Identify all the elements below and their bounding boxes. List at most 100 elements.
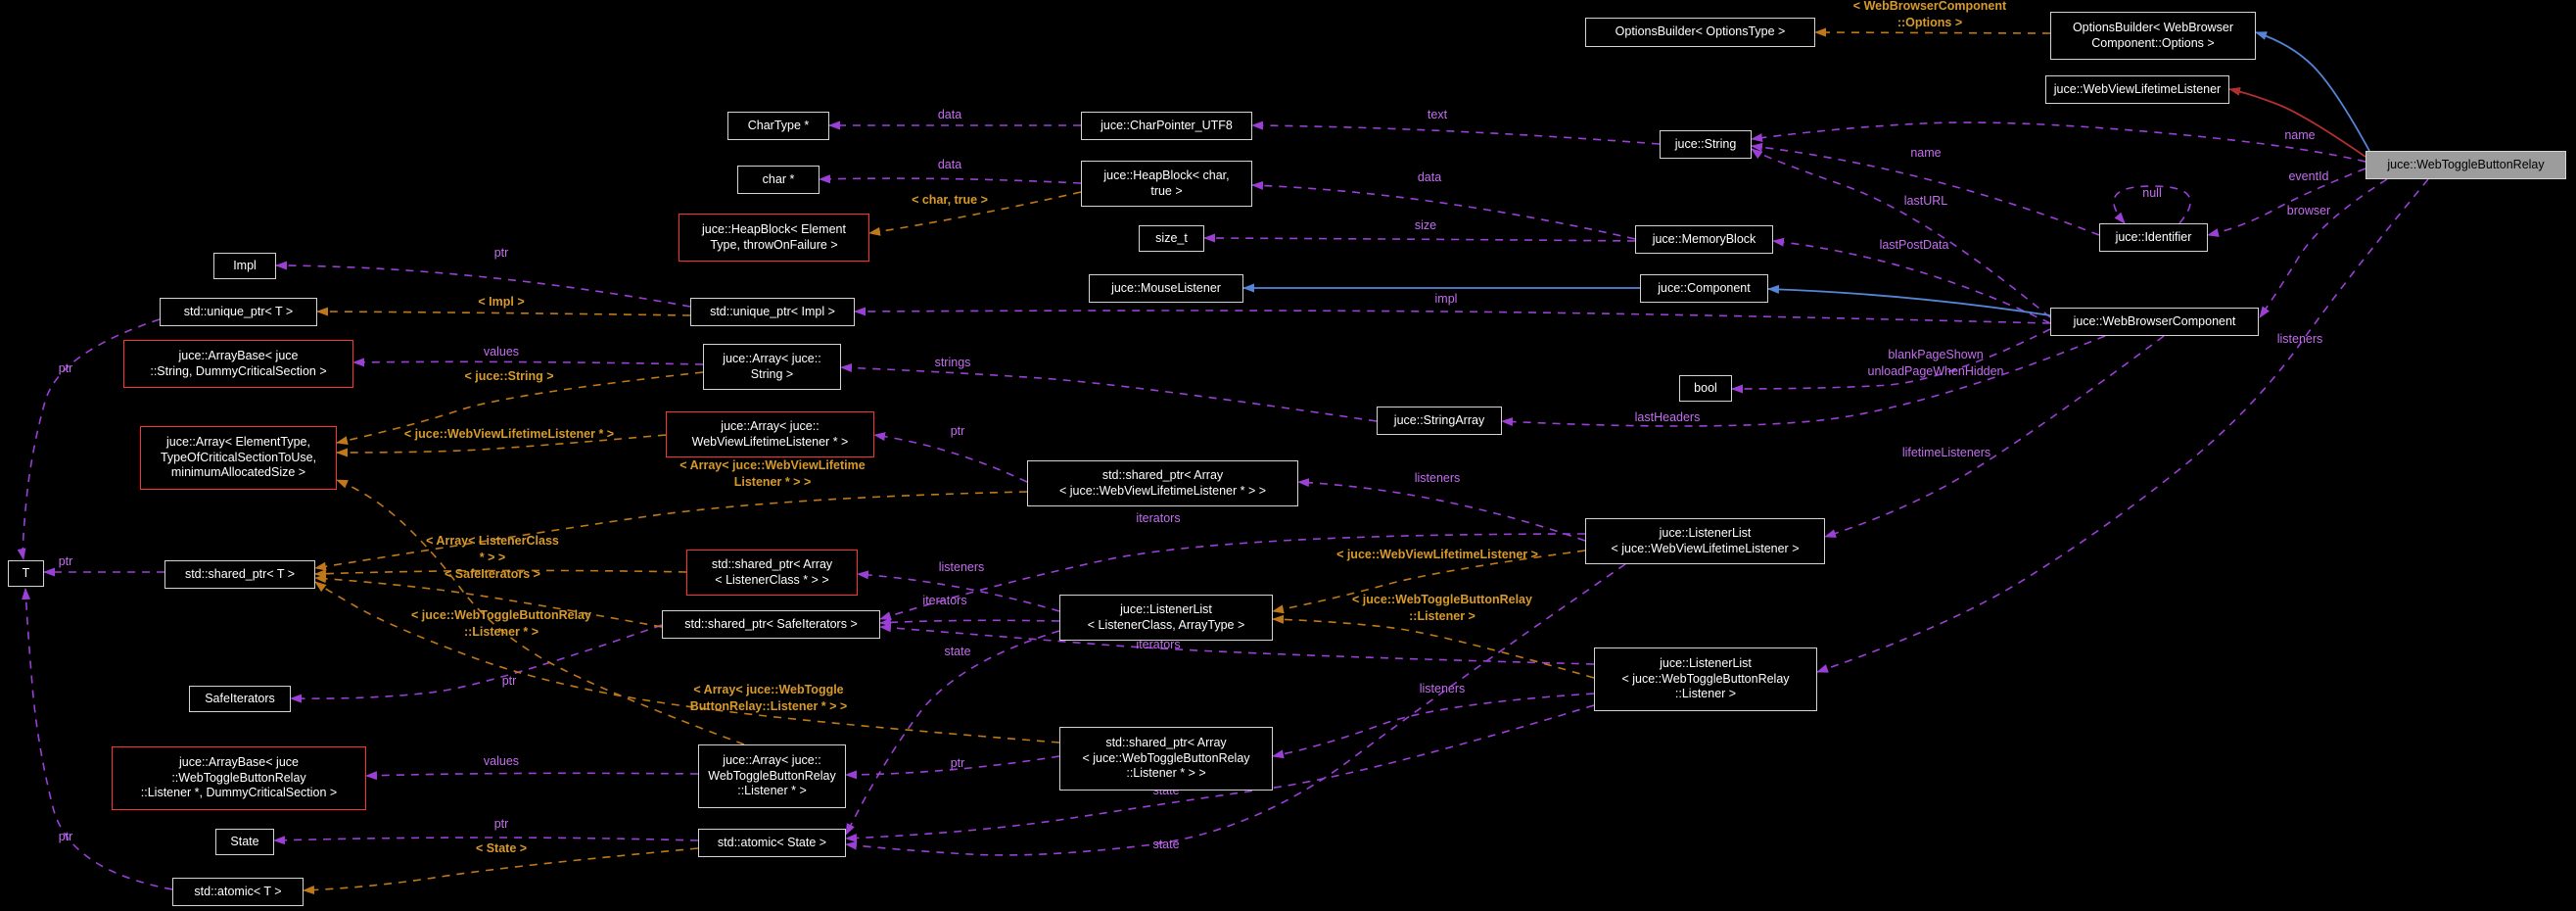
node-arraybase-wtbr-listener[interactable]: juce::ArrayBase< juce::WebToggleButtonRe… xyxy=(112,746,366,810)
edge-label-webbrowser-to-bool: blankPageShown xyxy=(1888,348,1983,361)
node-label-line: SafeIterators xyxy=(205,691,275,705)
node-array-wtbr-listener[interactable]: juce::Array< juce::WebToggleButtonRelay:… xyxy=(698,744,846,808)
node-label-line: std::unique_ptr< T > xyxy=(183,304,294,318)
edge-relay-to-identifier xyxy=(2207,168,2366,237)
node-label-line: std::shared_ptr< SafeIterators > xyxy=(684,616,858,631)
edge-label-tpl-listenerlist-wvll: < juce::WebViewLifetimeListener > xyxy=(1336,548,1538,561)
edge-label-webbrowser-to-listenerlist-wvll: lifetimeListeners xyxy=(1902,446,1991,459)
node-listenerlist-wvll[interactable]: juce::ListenerList< juce::WebViewLifetim… xyxy=(1585,518,1825,564)
edge-label-webbrowser-to-bool: unloadPageWhenHidden xyxy=(1868,364,2004,378)
node-label-line: size_t xyxy=(1155,230,1188,245)
edge-label-listenerlist-generic-to-listeners: listeners xyxy=(939,560,985,574)
node-label-line: std::atomic< T > xyxy=(194,884,282,898)
node-label-line: char * xyxy=(762,171,795,186)
node-array-string[interactable]: juce::Array< juce::String > xyxy=(703,344,841,390)
node-array-elementtype[interactable]: juce::Array< ElementType,TypeOfCriticalS… xyxy=(140,426,337,490)
edge-label-memoryblock-to-heapblock: data xyxy=(1418,170,1441,184)
edge-label-listenerlist-generic-to-iterators: iterators xyxy=(922,594,966,607)
node-label-line: bool xyxy=(1694,380,1717,395)
node-unique-ptr-impl[interactable]: std::unique_ptr< Impl > xyxy=(690,298,855,326)
edge-label-relay-to-listenerlist: listeners xyxy=(2277,332,2323,346)
node-atomic-t[interactable]: std::atomic< T > xyxy=(172,878,304,906)
edge-tpl-array-wtbr xyxy=(336,479,745,745)
edge-webbrowser-to-stringarray xyxy=(1501,335,2106,427)
node-chartype-ptr[interactable]: CharType * xyxy=(727,112,829,140)
node-unique-ptr-t[interactable]: std::unique_ptr< T > xyxy=(160,298,317,326)
node-arraybase-string[interactable]: juce::ArrayBase< juce::String, DummyCrit… xyxy=(123,340,353,388)
node-label-line: Component::Options > xyxy=(2091,35,2215,50)
edge-label-uniqueptr-impl-to-impl: ptr xyxy=(494,246,509,260)
node-webtogglebuttonrelay[interactable]: juce::WebToggleButtonRelay xyxy=(2365,151,2566,179)
node-heapblock-char-true[interactable]: juce::HeapBlock< char,true > xyxy=(1081,161,1252,207)
node-stringarray[interactable]: juce::StringArray xyxy=(1377,407,1502,435)
node-impl[interactable]: Impl xyxy=(213,253,276,279)
node-component[interactable]: juce::Component xyxy=(1640,274,1768,303)
node-label-line: ::Listener > xyxy=(1674,687,1737,701)
node-array-webviewlifetimelistener[interactable]: juce::Array< juce::WebViewLifetimeListen… xyxy=(666,411,874,457)
edge-listenerlist-wvll-to-safeiterators xyxy=(879,533,1586,620)
edge-label-listenerlist-wvll-to-state: state xyxy=(1152,838,1179,851)
edge-listenerlist-wtbr-to-state xyxy=(845,704,1595,843)
node-label-line: OptionsBuilder< OptionsType > xyxy=(1615,24,1786,39)
node-t[interactable]: T xyxy=(8,560,44,587)
node-label-line: std::shared_ptr< Array xyxy=(1105,736,1227,750)
edge-label-tpl-uniqueptr: < Impl > xyxy=(478,295,524,309)
node-webviewlifetimelistener[interactable]: juce::WebViewLifetimeListener xyxy=(2045,75,2229,104)
edge-label-stringarray-to-array-string: strings xyxy=(935,356,971,369)
edge-webbrowser-to-bool xyxy=(1731,328,2051,394)
edge-label-relay-to-string: name xyxy=(2284,128,2315,142)
edge-tpl-uniqueptr xyxy=(316,307,691,316)
node-charpointer-utf8[interactable]: juce::CharPointer_UTF8 xyxy=(1081,112,1252,140)
edge-inherit-relay-lifetimelistener xyxy=(2228,86,2366,158)
node-label-line: juce::Array< juce:: xyxy=(721,419,820,433)
node-label-line: juce::StringArray xyxy=(1393,412,1485,427)
edge-label-webbrowser-to-memoryblock: lastPostData xyxy=(1880,238,1949,252)
edge-label-listenerlist-wvll-to-sharedptr: listeners xyxy=(1415,471,1461,485)
node-webbrowsercomponent[interactable]: juce::WebBrowserComponent xyxy=(2050,308,2259,336)
edge-label-tpl-sharedptr-wvll: < Array< juce::WebViewLifetime xyxy=(679,458,865,472)
node-state[interactable]: State xyxy=(215,829,274,855)
node-label-line: < juce::WebToggleButtonRelay xyxy=(1082,750,1250,765)
node-shared-ptr-array-listenerclass[interactable]: std::shared_ptr< Array< ListenerClass * … xyxy=(686,550,858,596)
node-char-ptr[interactable]: char * xyxy=(737,166,820,194)
edge-label-listenerlist-generic-to-state: state xyxy=(944,645,970,658)
node-label-line: ::Listener * > > xyxy=(1126,766,1206,781)
edge-uniqueptr-t-to-t xyxy=(17,318,161,560)
node-size-t[interactable]: size_t xyxy=(1139,225,1204,252)
edge-label-webbrowser-to-stringarray: lastHeaders xyxy=(1635,410,1701,424)
node-listenerlist-generic[interactable]: juce::ListenerList< ListenerClass, Array… xyxy=(1059,595,1273,641)
node-atomic-state[interactable]: std::atomic< State > xyxy=(698,829,846,857)
edge-label-tpl-optionsbuilder: < WebBrowserComponent xyxy=(1853,0,2007,13)
edge-label-tpl-array-wvll: < juce::WebViewLifetimeListener * > xyxy=(404,427,614,441)
node-label-line: CharType * xyxy=(747,118,810,132)
node-label-line: TypeOfCriticalSectionToUse, xyxy=(160,450,317,464)
node-memoryblock[interactable]: juce::MemoryBlock xyxy=(1635,225,1773,254)
node-shared-ptr-array-wvll[interactable]: std::shared_ptr< Array< juce::WebViewLif… xyxy=(1027,460,1298,506)
edge-tpl-atomic-state xyxy=(303,847,699,895)
edge-heapblock-to-char xyxy=(819,174,1082,184)
edge-listenerlist-wtbr-to-safeiterators xyxy=(879,623,1595,665)
edge-listenerlist-generic-to-state xyxy=(845,630,1060,836)
node-shared-ptr-t[interactable]: std::shared_ptr< T > xyxy=(164,560,315,589)
node-mouselistener[interactable]: juce::MouseListener xyxy=(1089,274,1243,303)
node-shared-ptr-safeiterators[interactable]: std::shared_ptr< SafeIterators > xyxy=(662,610,880,639)
edge-atomic-t-to-t xyxy=(22,588,173,890)
node-identifier[interactable]: juce::Identifier xyxy=(2099,223,2208,252)
edge-inherit-webbrowser-component xyxy=(1767,284,2051,316)
node-string[interactable]: juce::String xyxy=(1660,130,1752,159)
edge-memoryblock-to-sizet xyxy=(1203,233,1636,243)
node-shared-ptr-array-wtbr-listener[interactable]: std::shared_ptr< Array< juce::WebToggleB… xyxy=(1059,727,1273,791)
node-label-line: std::atomic< State > xyxy=(717,835,827,849)
node-optionsbuilder-optionstype[interactable]: OptionsBuilder< OptionsType > xyxy=(1585,18,1815,47)
node-safeiterators[interactable]: SafeIterators xyxy=(189,686,291,712)
node-listenerlist-wtbr-listener[interactable]: juce::ListenerList< juce::WebToggleButto… xyxy=(1594,647,1817,711)
edge-label-tpl-array-wtbr: < juce::WebToggleButtonRelay xyxy=(411,608,591,622)
edge-webbrowser-to-uniqueptr-impl xyxy=(854,307,2051,324)
node-label-line: < ListenerClass, ArrayType > xyxy=(1087,617,1245,632)
node-label-line: WebToggleButtonRelay xyxy=(708,768,836,783)
node-bool[interactable]: bool xyxy=(1679,375,1732,402)
edge-relay-to-string xyxy=(1751,121,2366,163)
